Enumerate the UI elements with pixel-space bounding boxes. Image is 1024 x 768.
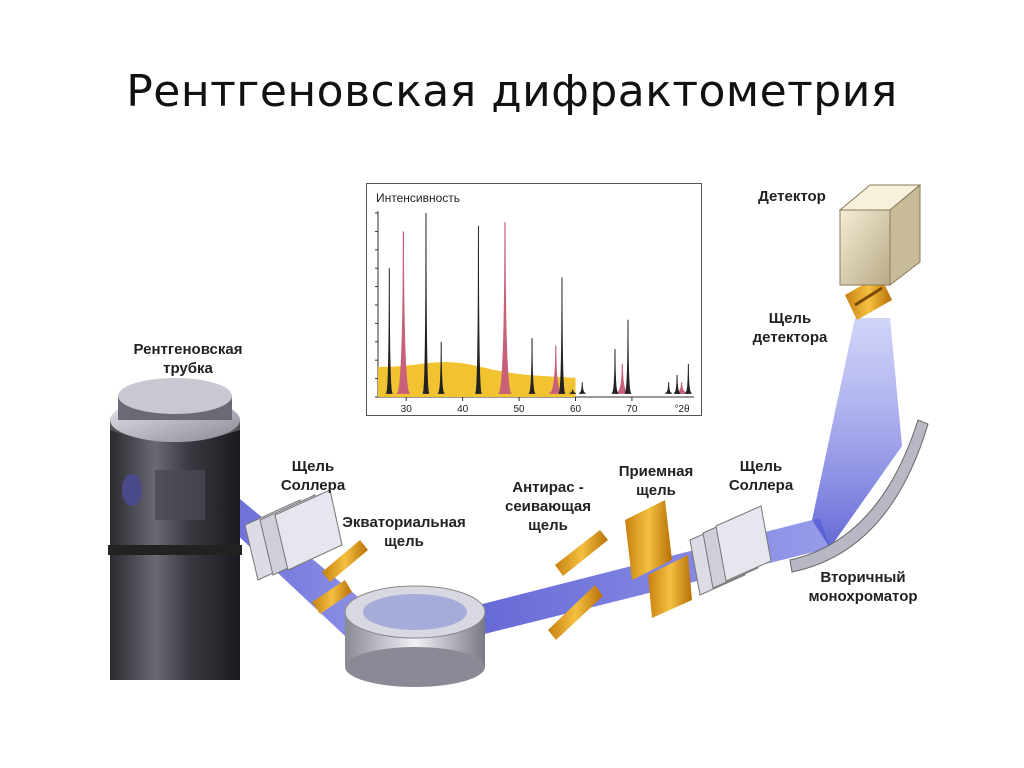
detector-beam	[812, 318, 902, 548]
antiscatter-slit	[548, 530, 608, 640]
chart-peak-black-4	[528, 338, 536, 394]
chart-peak-black-12	[684, 363, 692, 394]
soller-slit-1	[244, 489, 343, 581]
equatorial-slit	[312, 540, 368, 614]
xray-tube	[108, 378, 242, 680]
detector	[838, 183, 922, 287]
chart-peak-black-5	[558, 277, 566, 394]
intensity-chart: Интенсивность 30 40 50 60 70 °2θ	[366, 183, 702, 416]
chart-peak-black-10	[665, 382, 672, 394]
chart-peak-black-2	[437, 341, 445, 394]
sample-holder	[344, 585, 486, 687]
secondary-monochromator	[789, 419, 929, 573]
label-soller-slit-2: Щель Соллера	[728, 458, 794, 494]
chart-x-tick-label: 30	[401, 404, 413, 415]
label-secondary-monochromator: Вторичный монохроматор	[808, 569, 918, 605]
label-receiving-slit: Приемная щель	[618, 463, 694, 499]
label-antiscatter-slit: Антирас - сеивающая щель	[504, 479, 591, 534]
detector-slit	[845, 275, 892, 320]
chart-ylabel: Интенсивность	[376, 191, 460, 205]
chart-peak-pink-1	[497, 222, 512, 394]
chart-x-tick-label: 70	[626, 404, 638, 415]
label-soller-slit-1: Щель Соллера	[280, 458, 346, 494]
label-detector: Детектор	[758, 188, 826, 205]
label-xray-tube: Рентгеновская трубка	[133, 341, 243, 377]
chart-peak-black-1	[422, 212, 430, 394]
chart-peak-pink-0	[396, 231, 411, 394]
chart-xlabel: °2θ	[674, 404, 690, 415]
receiving-slit	[625, 500, 692, 618]
chart-x-tick-label: 60	[570, 404, 582, 415]
label-detector-slit: Щель детектора	[752, 310, 828, 346]
label-equatorial-slit: Экваториальная щель	[342, 514, 466, 550]
chart-peak-black-0	[385, 268, 393, 394]
chart-peak-black-9	[624, 319, 632, 394]
slide-title: Рентгеновская дифрактометрия	[126, 66, 898, 117]
chart-svg: Интенсивность 30 40 50 60 70 °2θ	[366, 183, 702, 416]
chart-x-tick-label: 40	[457, 404, 469, 415]
chart-x-tick-label: 50	[514, 404, 526, 415]
chart-peak-black-8	[611, 349, 619, 394]
chart-peak-black-3	[474, 225, 483, 394]
soller-slit-2	[689, 505, 772, 596]
chart-peak-black-11	[673, 374, 681, 394]
chart-peak-black-6	[569, 389, 576, 394]
chart-peak-black-7	[578, 382, 586, 394]
